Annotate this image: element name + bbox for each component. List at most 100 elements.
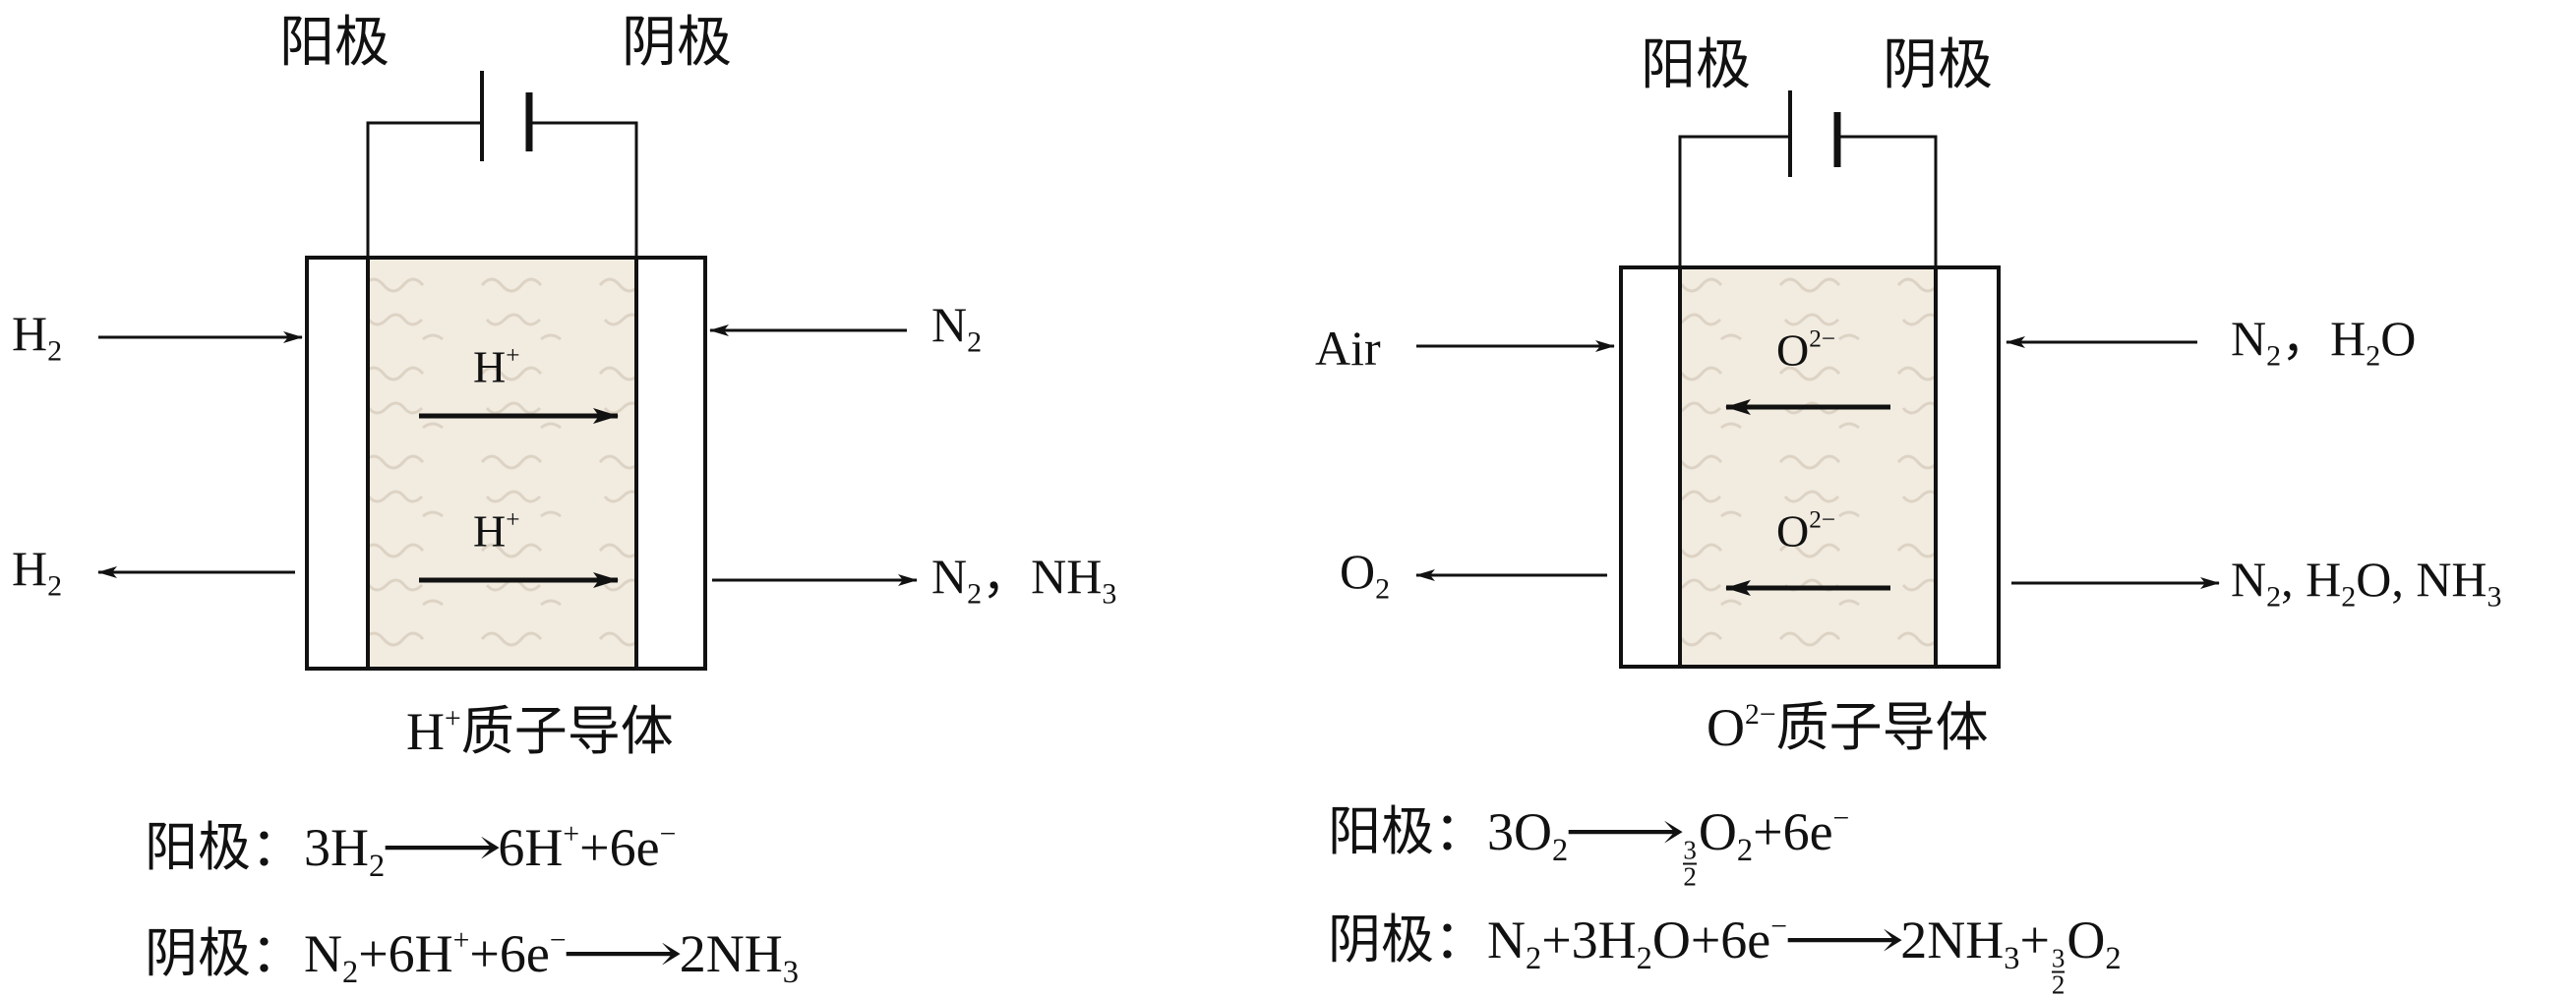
formula-text: Air [1315,321,1381,376]
right-anode-label: 阳极 [1641,33,1751,97]
formula-text: H [12,305,48,361]
left-cell-frame [305,256,707,671]
right-cell-frame [1619,265,2001,669]
formula-text: O [2067,910,2106,969]
oxide-ion-label-top: O2− [1776,324,1836,376]
n2-h2o-inlet-label: N2，H2O [2231,314,2416,372]
formula-superscript: + [563,818,580,851]
formula-superscript: − [659,818,677,851]
formula-text: O+6e [1651,910,1771,969]
right-cell [1415,90,2220,669]
product-outlet-label: N2, H2O, NH3 [2231,555,2502,613]
right-inlet-label: N2 [931,300,982,358]
left-anode-equation: 阳极：3H2⟶6H++6e− [145,817,677,885]
fraction-numerator: 3 [2051,943,2066,973]
formula-subscript: 3 [782,955,799,991]
formula-text: 阴极： [145,923,304,983]
formula-subscript: 2 [967,325,983,359]
oxide-ion-label-bottom: O2− [1776,505,1835,557]
fraction-numerator: 3 [1683,835,1697,865]
left-outlet-label: H2 [12,544,62,602]
formula-superscript: − [1770,910,1788,943]
right-caption: O2−质子导体 [1707,698,1989,758]
formula-text: 阳极： [1328,801,1487,861]
formula-text: N [931,548,968,604]
formula-superscript: − [1832,802,1850,835]
o2-outlet-label: O2 [1340,547,1390,605]
formula-text: O [1776,324,1810,376]
left-cell [97,71,918,671]
formula-subscript: 2 [2366,339,2381,373]
left-wire-cathode [529,121,638,258]
formula-subscript: 2 [2341,580,2357,614]
formula-superscript: + [506,505,520,534]
formula-text: O [1776,505,1810,557]
formula-text: H [473,341,507,392]
formula-superscript: + [506,341,520,370]
formula-text: ，NH [982,548,1103,604]
formula-text: +6e [579,817,660,877]
right-wire-cathode [1837,135,1938,267]
formula-subscript: 2 [967,577,983,611]
formula-subscript: 2 [2266,580,2282,614]
formula-text: 3O [1487,801,1552,861]
reaction-arrow-icon: ⟶ [1563,801,1686,861]
right-wire-anode [1678,135,1790,267]
formula-subscript: 2 [1736,833,1754,869]
ion-label-top: H+ [473,341,520,392]
left-caption: H+质子导体 [406,702,674,762]
right-cathode-label: 阴极 [1883,33,1993,97]
formula-text: 2NH [1900,910,2005,969]
formula-text: +6e [469,923,550,983]
left-electrolyte [368,258,636,669]
formula-text: H [406,702,445,762]
reaction-arrow-icon: ⟶ [1782,910,1905,969]
formula-superscript: 2− [1809,324,1836,353]
formula-subscript: 2 [1552,833,1569,869]
right-outlet-label: N2，NH3 [931,552,1116,610]
formula-text: O [1698,801,1737,861]
formula-subscript: 2 [2266,339,2282,373]
left-inlet-label: H2 [12,309,62,367]
left-cathode-equation: 阴极：N2+6H++6e−⟶2NH3 [145,923,799,991]
formula-superscript: + [445,702,461,734]
formula-text: 质子导体 [1775,698,1989,758]
reaction-arrow-icon: ⟶ [562,923,685,983]
formula-text: +3H [1541,910,1637,969]
formula-subscript: 2 [1526,941,1542,977]
formula-text: +6H [358,923,453,983]
right-electrolyte [1680,267,1936,667]
formula-text: N [2231,310,2267,366]
formula-text: H [12,540,48,596]
formula-text: 阴极： [1328,910,1487,969]
ion-label-bottom: H+ [473,505,520,557]
left-anode-label: 阳极 [279,11,389,75]
reaction-arrow-icon: ⟶ [380,817,503,877]
formula-text: , H [2281,551,2342,607]
fraction-denominator: 2 [2051,969,2066,998]
formula-text: 阳极： [145,817,304,877]
formula-text: 6H [498,817,564,877]
formula-text: N [304,923,342,983]
left-cathode-label: 阴极 [622,11,732,75]
formula-text: O [1707,698,1745,758]
formula-subscript: 3 [2486,580,2502,614]
formula-text: +6e [1753,801,1833,861]
formula-text: 2NH [679,923,783,983]
formula-subscript: 2 [47,569,63,603]
formula-text: 质子导体 [460,702,674,762]
formula-text: H [473,505,507,557]
formula-subscript: 2 [1375,572,1391,606]
fraction-denominator: 2 [1683,861,1697,892]
left-wire-anode [366,121,482,258]
formula-text: O, NH [2356,551,2487,607]
formula-subscript: 2 [1636,941,1652,977]
formula-subscript: 2 [2105,941,2122,977]
formula-superscript: − [549,924,567,957]
formula-subscript: 2 [369,849,386,885]
formula-text: N [2231,551,2267,607]
